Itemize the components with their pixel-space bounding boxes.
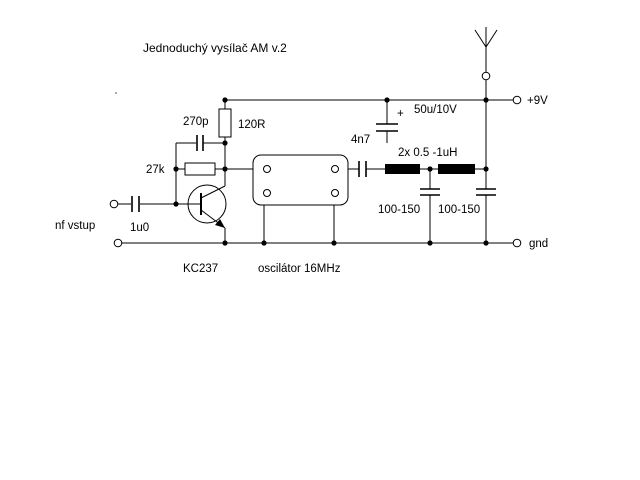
- base-resistor: [184, 162, 216, 176]
- antenna-symbol: [474, 27, 498, 48]
- input-ground-terminal: [113, 238, 123, 248]
- oscillator-label: oscilátor 16MHz: [258, 263, 341, 275]
- input-label: nf vstup: [55, 220, 95, 232]
- supply-label: +9V: [527, 95, 548, 107]
- junctions: [173, 97, 489, 246]
- junction-dot: [173, 201, 179, 207]
- filter-capacitor-2-label: 100-150: [438, 204, 480, 216]
- input-terminal: [109, 199, 119, 209]
- ground-terminal: [512, 238, 522, 248]
- terminals: [109, 71, 522, 248]
- diagram-title: Jednoduchý vysílač AM v.2: [143, 41, 287, 55]
- base-resistor-label: 27k: [146, 164, 165, 176]
- supply-capacitor: [376, 123, 398, 132]
- junction-dot: [483, 166, 489, 172]
- filter-capacitor-1: [420, 188, 440, 196]
- coupling-capacitor-label: 4n7: [351, 134, 370, 146]
- filter-capacitor-1-label: 100-150: [378, 204, 420, 216]
- input-capacitor-label: 1u0: [130, 222, 149, 234]
- coupling-capacitor: [358, 161, 367, 177]
- oscillator-pin: [263, 165, 271, 173]
- junction-dot: [173, 166, 179, 172]
- junction-dot: [222, 140, 228, 146]
- collector-resistor: [218, 108, 232, 138]
- junction-dot: [222, 166, 228, 172]
- oscillator-pin: [331, 165, 339, 173]
- oscillator-pin: [263, 189, 271, 197]
- oscillator-pin: [331, 189, 339, 197]
- inductor-2: [438, 164, 475, 174]
- collector-resistor-label: 120R: [238, 119, 266, 131]
- supply-capacitor-plus: +: [397, 108, 404, 120]
- feedback-capacitor-label: 270p: [183, 116, 209, 128]
- junction-dot: [261, 240, 267, 246]
- oscillator-module: [252, 154, 349, 206]
- transistor-label: KC237: [183, 263, 218, 275]
- inductor-1: [385, 164, 420, 174]
- filter-capacitor-2: [476, 188, 496, 196]
- feedback-capacitor: [196, 135, 204, 151]
- junction-dot: [222, 240, 228, 246]
- supply-terminal: [512, 95, 522, 105]
- supply-capacitor-label: 50u/10V: [414, 104, 457, 116]
- junction-dot: [483, 240, 489, 246]
- input-capacitor: [131, 196, 140, 212]
- transistor-emitter-arrow: [215, 219, 225, 228]
- stray-dot: [115, 92, 117, 94]
- junction-dot: [483, 97, 489, 103]
- junction-dot: [427, 240, 433, 246]
- inductors-label: 2x 0.5 -1uH: [398, 147, 457, 159]
- junction-dot: [427, 166, 433, 172]
- ground-label: gnd: [529, 238, 548, 250]
- junction-dot: [222, 97, 228, 103]
- junction-dot: [384, 97, 390, 103]
- antenna-terminal: [481, 71, 491, 81]
